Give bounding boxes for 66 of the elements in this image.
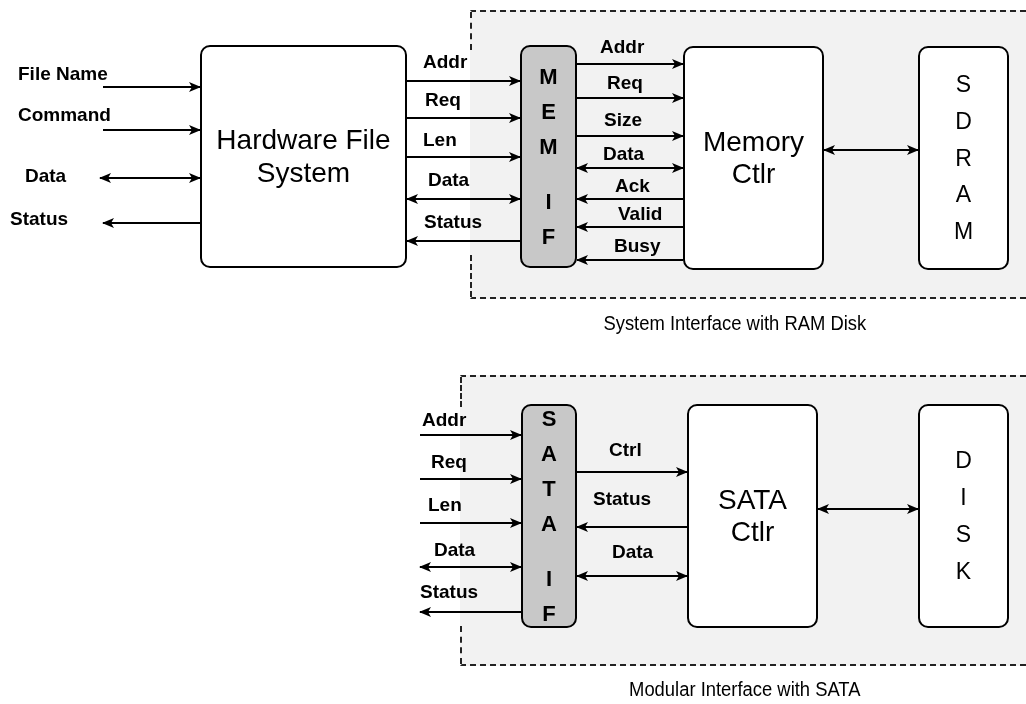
signal-label: Status	[10, 209, 69, 228]
signal-label: Addr	[423, 52, 468, 71]
signal-label: Data	[434, 540, 476, 559]
interface-block	[520, 45, 577, 268]
signal-arrow	[576, 131, 684, 141]
signal-label: Busy	[614, 236, 661, 255]
signal-label: Req	[431, 452, 467, 471]
signal-arrow	[406, 236, 521, 246]
signal-label: Ack	[615, 176, 650, 195]
component-box	[918, 404, 1009, 628]
signal-arrow	[576, 522, 688, 532]
signal-arrow	[419, 607, 522, 617]
signal-label: Status	[420, 582, 479, 601]
block-label: SDRAM	[953, 70, 974, 247]
signal-arrow	[419, 562, 522, 572]
signal-label: Data	[603, 144, 645, 163]
component-box	[918, 46, 1009, 270]
block-label: Memory Ctlr	[701, 125, 806, 191]
signal-arrow	[576, 163, 684, 173]
signal-arrow	[102, 125, 201, 135]
block-label: MEM IF	[539, 62, 558, 252]
signal-arrow	[419, 430, 522, 440]
signal-label: File Name	[18, 64, 108, 83]
signal-arrow	[102, 218, 201, 228]
signal-arrow	[576, 59, 684, 69]
interface-block	[521, 404, 577, 628]
signal-label: Data	[25, 166, 67, 185]
signal-arrow	[419, 474, 522, 484]
signal-arrow	[817, 504, 919, 514]
signal-label: Addr	[600, 37, 645, 56]
signal-label: Data	[612, 542, 654, 561]
block-label: SATA Ctlr	[717, 483, 788, 549]
signal-arrow	[576, 222, 684, 232]
signal-arrow	[102, 82, 201, 92]
signal-label: Size	[604, 110, 643, 129]
signal-arrow	[406, 152, 521, 162]
signal-label: Addr	[422, 410, 467, 429]
signal-label: Command	[18, 105, 111, 124]
component-box	[683, 46, 824, 270]
block-label: DISK	[955, 446, 972, 586]
signal-arrow	[419, 518, 522, 528]
signal-label: Status	[593, 489, 652, 508]
signal-label: Req	[425, 90, 461, 109]
component-box	[200, 45, 407, 268]
signal-arrow	[576, 194, 684, 204]
signal-arrow	[576, 571, 688, 581]
signal-label: Data	[428, 170, 470, 189]
signal-label: Len	[428, 495, 462, 514]
signal-label: Valid	[618, 204, 663, 223]
signal-label: Status	[424, 212, 483, 231]
region-caption: System Interface with RAM Disk	[603, 312, 867, 335]
signal-arrow	[576, 467, 688, 477]
signal-label: Ctrl	[609, 440, 642, 459]
block-label: Hardware File System	[215, 124, 392, 189]
signal-arrow	[406, 76, 521, 86]
component-box	[687, 404, 818, 628]
signal-arrow	[406, 194, 521, 204]
signal-arrow	[576, 255, 684, 265]
signal-label: Req	[607, 73, 643, 92]
signal-arrow	[823, 145, 919, 155]
signal-arrow	[99, 173, 201, 183]
region-caption: Modular Interface with SATA	[629, 678, 861, 701]
signal-label: Len	[423, 130, 457, 149]
block-label: SATA IF	[541, 404, 557, 629]
signal-arrow	[576, 93, 684, 103]
signal-arrow	[406, 113, 521, 123]
